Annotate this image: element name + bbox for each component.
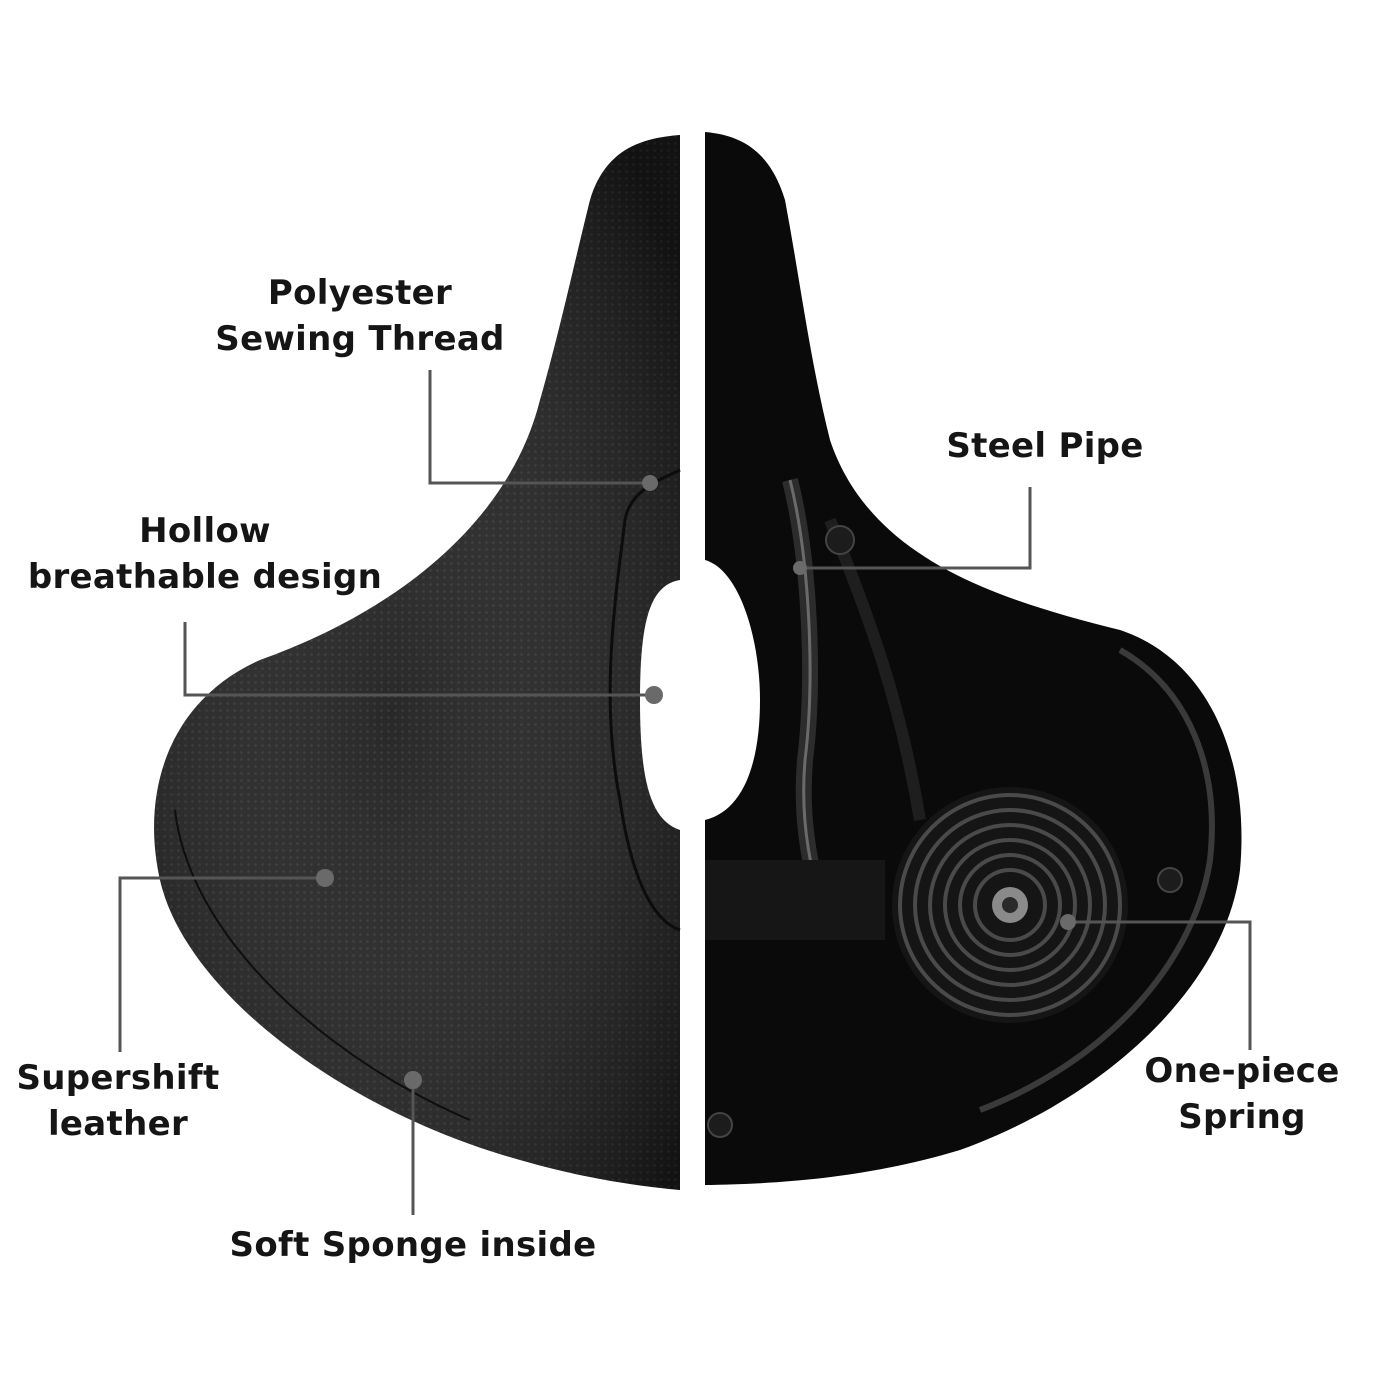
saddle-top-half [154, 135, 681, 1190]
callout-hollow-breathable-design: Hollow breathable design [28, 508, 382, 600]
callout-soft-sponge-inside: Soft Sponge inside [230, 1222, 597, 1268]
callout-polyester-sewing-thread: Polyester Sewing Thread [215, 270, 504, 362]
callout-spring-line1: One-piece [1144, 1051, 1340, 1091]
callout-hollow-line1: Hollow [139, 511, 271, 551]
leader-hollow [183, 622, 654, 697]
leader-leather [118, 876, 325, 1052]
callout-leather-line1: Supershift [16, 1058, 220, 1098]
leader-steel-pipe [800, 487, 1032, 570]
callout-supershift-leather: Supershift leather [17, 1055, 220, 1147]
callout-hollow-line2: breathable design [27, 557, 383, 597]
callout-dots [316, 475, 1076, 1089]
callout-spring-line2: Spring [1178, 1097, 1306, 1137]
leader-lines [118, 370, 1252, 1215]
spring-coil [892, 787, 1128, 1023]
callout-polyester-line2: Sewing Thread [215, 319, 505, 359]
saddle-underside-half [705, 132, 1242, 1185]
callout-sponge-line1: Soft Sponge inside [229, 1225, 597, 1265]
leader-spring [1068, 920, 1252, 1050]
callout-steel-pipe-line1: Steel Pipe [946, 426, 1144, 466]
callout-leather-line2: leather [47, 1104, 189, 1144]
callout-steel-pipe: Steel Pipe [946, 423, 1143, 469]
center-divider [681, 120, 704, 1200]
callout-one-piece-spring: One-piece Spring [1144, 1048, 1339, 1140]
leader-polyester [428, 370, 650, 485]
callout-polyester-line1: Polyester [267, 273, 453, 313]
